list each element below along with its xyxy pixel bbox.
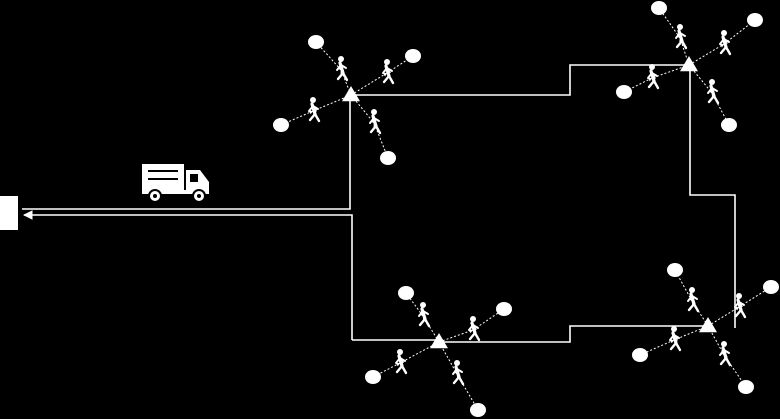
walking-person-icon [646, 62, 660, 90]
route-line-to-depot-upper [22, 95, 351, 210]
circle-destination-icon [763, 280, 779, 294]
circle-destination-icon [405, 49, 421, 63]
connector-line [312, 94, 352, 112]
walking-person-icon [307, 95, 321, 123]
walking-person-icon [417, 300, 431, 328]
connector-line [688, 43, 725, 66]
walking-person-icon [718, 339, 732, 367]
hub-triangle-icon [342, 86, 360, 102]
route-network [22, 64, 736, 343]
walking-person-icon [674, 22, 688, 50]
walking-person-icon [394, 347, 408, 375]
depot [0, 196, 18, 230]
hub-triangle-icon [680, 56, 698, 72]
hub-bottom-left [365, 286, 512, 417]
circle-destination-icon [365, 370, 381, 384]
route-line-right [689, 70, 736, 328]
walking-person-icon [733, 291, 747, 319]
route-line-to-depot-lower [23, 210, 353, 340]
connector-line [399, 341, 440, 364]
circle-destination-icon [747, 13, 763, 27]
connector-line [456, 373, 479, 411]
walking-person-icon [706, 77, 720, 105]
walking-person-icon [467, 314, 481, 342]
circle-destination-icon [721, 118, 737, 132]
walking-person-icon [686, 285, 700, 313]
circle-destination-icon [632, 348, 648, 362]
walking-person-icon [368, 107, 382, 135]
hub-top-right [616, 1, 763, 132]
connector-line [350, 72, 388, 96]
circle-destination-icon [667, 263, 683, 277]
circle-destination-icon [273, 118, 289, 132]
route-line-bottom [440, 325, 708, 343]
connector-line [623, 77, 653, 93]
hub-triangle-icon [699, 317, 717, 333]
circle-destination-icon [398, 286, 414, 300]
hub-top-left [273, 35, 421, 165]
walking-person-icon [335, 54, 349, 82]
walking-person-icon [668, 324, 682, 352]
walking-person-icon [718, 28, 732, 56]
route-line-top [355, 64, 688, 96]
hub-bottom-right [632, 263, 779, 394]
circle-destination-icon [308, 35, 324, 49]
circle-destination-icon [496, 302, 512, 316]
truck-icon [142, 164, 209, 203]
walking-person-icon [451, 358, 465, 386]
connector-line [438, 329, 474, 343]
circle-destination-icon [651, 1, 667, 15]
connector-line [651, 64, 690, 79]
connector-line [405, 292, 424, 317]
hub-triangle-icon [430, 333, 448, 349]
circle-destination-icon [380, 151, 396, 165]
circle-destination-icon [616, 85, 632, 99]
circle-destination-icon [470, 403, 486, 417]
circle-destination-icon [738, 380, 754, 394]
walking-person-icon [381, 57, 395, 85]
